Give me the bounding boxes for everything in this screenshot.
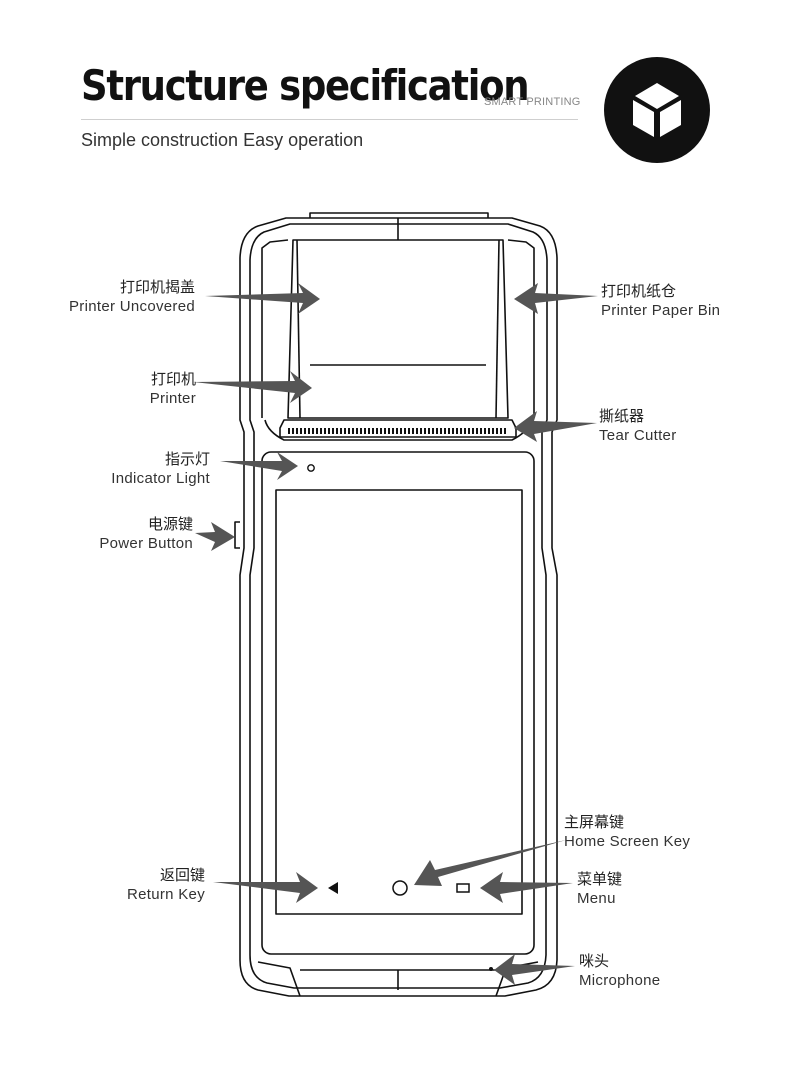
callout-return-key: 返回键 Return Key (126, 866, 205, 903)
callout-printer-paper-bin: 打印机纸仓 Printer Paper Bin (601, 282, 721, 319)
arrow-printer (193, 371, 312, 403)
arrow-home-screen-key (414, 840, 566, 886)
page-title: Structure specification (81, 62, 530, 111)
tear-cutter-teeth (286, 428, 508, 434)
callout-printer-uncovered: 打印机揭盖 Printer Uncovered (69, 278, 195, 315)
callout-printer: 打印机 Printer (149, 370, 196, 407)
microphone-hole (489, 967, 493, 971)
brand-tag: SMART PRINTING (484, 96, 581, 108)
callout-tear-cutter: 撕纸器 Tear Cutter (599, 407, 677, 444)
home-key-icon (392, 880, 408, 896)
callout-indicator-light: 指示灯 Indicator Light (111, 450, 210, 487)
arrow-microphone (494, 954, 575, 985)
arrow-printer-paper-bin (514, 283, 598, 314)
cube-icon (604, 57, 710, 163)
page-subtitle: Simple construction Easy operation (81, 130, 364, 150)
arrow-power-button (195, 522, 235, 551)
callout-arrows (193, 283, 598, 985)
menu-key-icon (456, 883, 470, 893)
callout-home-screen-key: 主屏幕键 Home Screen Key (564, 813, 691, 850)
arrow-indicator-light (220, 452, 298, 480)
callout-power-button: 电源键 Power Button (99, 515, 193, 552)
callout-menu: 菜单键 Menu (577, 870, 623, 907)
arrow-menu (480, 872, 573, 903)
indicator-light (307, 464, 315, 472)
arrow-return-key (213, 872, 318, 903)
back-key-icon (328, 882, 338, 894)
arrow-tear-cutter (514, 411, 597, 442)
title-divider (81, 119, 578, 120)
callout-microphone: 咪头 Microphone (579, 952, 661, 989)
arrow-printer-uncovered (205, 283, 320, 314)
device-outline (234, 212, 558, 997)
